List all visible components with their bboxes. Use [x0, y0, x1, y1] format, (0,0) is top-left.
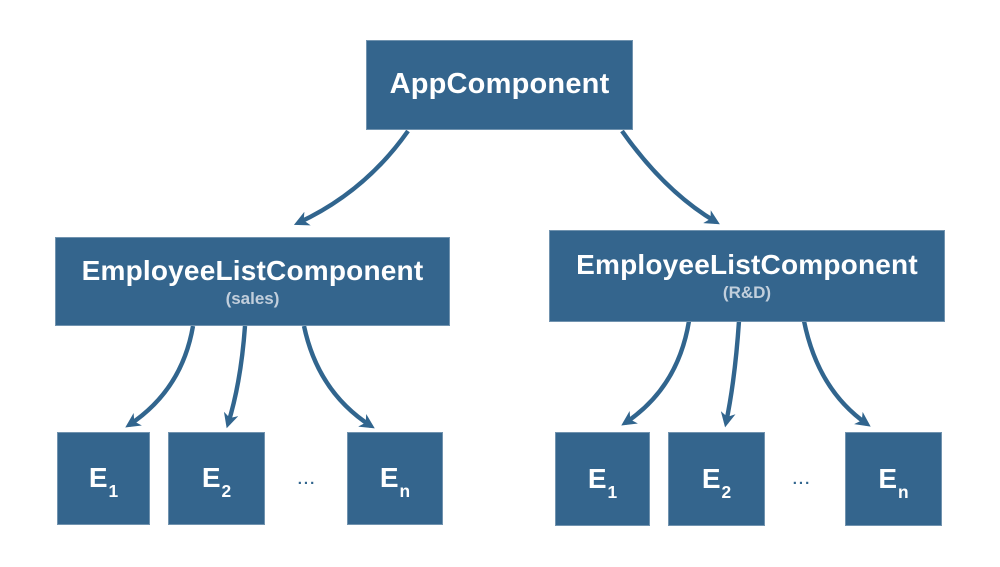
app-component-node: AppComponent [366, 40, 633, 130]
employee-node-sales-e2: E2 [168, 432, 265, 525]
employee-node-sales-e1: E1 [57, 432, 150, 525]
employee-list-rd-node: EmployeeListComponent (R&D) [549, 230, 945, 322]
arrow-app-to-rd [620, 129, 720, 225]
employee-label: E1 [587, 462, 618, 502]
arrow-sales-to-e1 [125, 325, 196, 428]
employee-node-rd-en: En [845, 432, 942, 526]
arrow-rd-to-en [801, 320, 871, 427]
employee-label: E2 [701, 462, 732, 502]
employee-node-rd-e2: E2 [668, 432, 765, 526]
employee-label: En [878, 462, 909, 502]
employee-list-rd-label: EmployeeListComponent [576, 249, 918, 281]
employee-node-rd-e1: E1 [555, 432, 650, 526]
employee-label: E2 [201, 462, 232, 502]
arrow-rd-to-e1 [621, 320, 692, 426]
employee-node-sales-en: En [347, 432, 443, 525]
arrow-sales-to-en [301, 325, 375, 429]
ellipsis-rd: ... [792, 471, 812, 488]
employee-list-sales-label: EmployeeListComponent [81, 254, 424, 286]
ellipsis-sales: ... [297, 471, 317, 488]
app-component-label: AppComponent [389, 68, 610, 101]
employee-label: E1 [88, 462, 119, 502]
arrow-sales-to-e2 [223, 325, 248, 429]
employee-label: En [379, 462, 411, 502]
employee-list-sales-sublabel: (sales) [225, 288, 280, 308]
arrow-rd-to-e2 [720, 320, 742, 428]
employee-list-sales-node: EmployeeListComponent (sales) [55, 237, 450, 326]
arrow-app-to-sales [293, 129, 410, 226]
employee-list-rd-sublabel: (R&D) [722, 283, 772, 303]
